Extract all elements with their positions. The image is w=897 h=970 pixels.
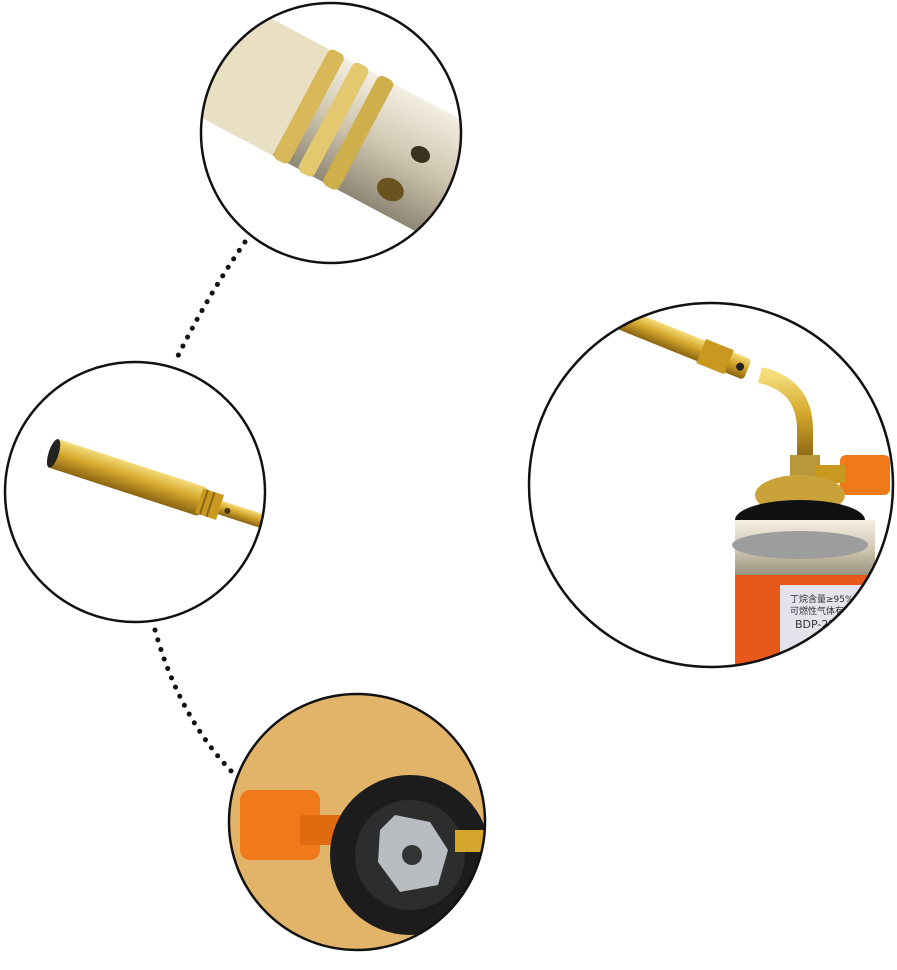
detail-circle-brass-tube — [5, 362, 265, 622]
detail-circle-nozzle-closeup — [201, 3, 461, 263]
canister-label-line2: 可燃性气体有 — [790, 605, 844, 617]
detail-circle-torch-on-canister: 丁烷含量≥95% 可燃性气体有 BDP-220 — [529, 303, 893, 667]
canister-label-model: BDP-220 — [795, 618, 842, 631]
canister-label-line1: 丁烷含量≥95% — [790, 593, 854, 605]
detail-circle-valve-connector — [229, 694, 485, 950]
dotted-connector-bottom — [152, 627, 239, 779]
dotted-connector-top — [172, 239, 248, 365]
